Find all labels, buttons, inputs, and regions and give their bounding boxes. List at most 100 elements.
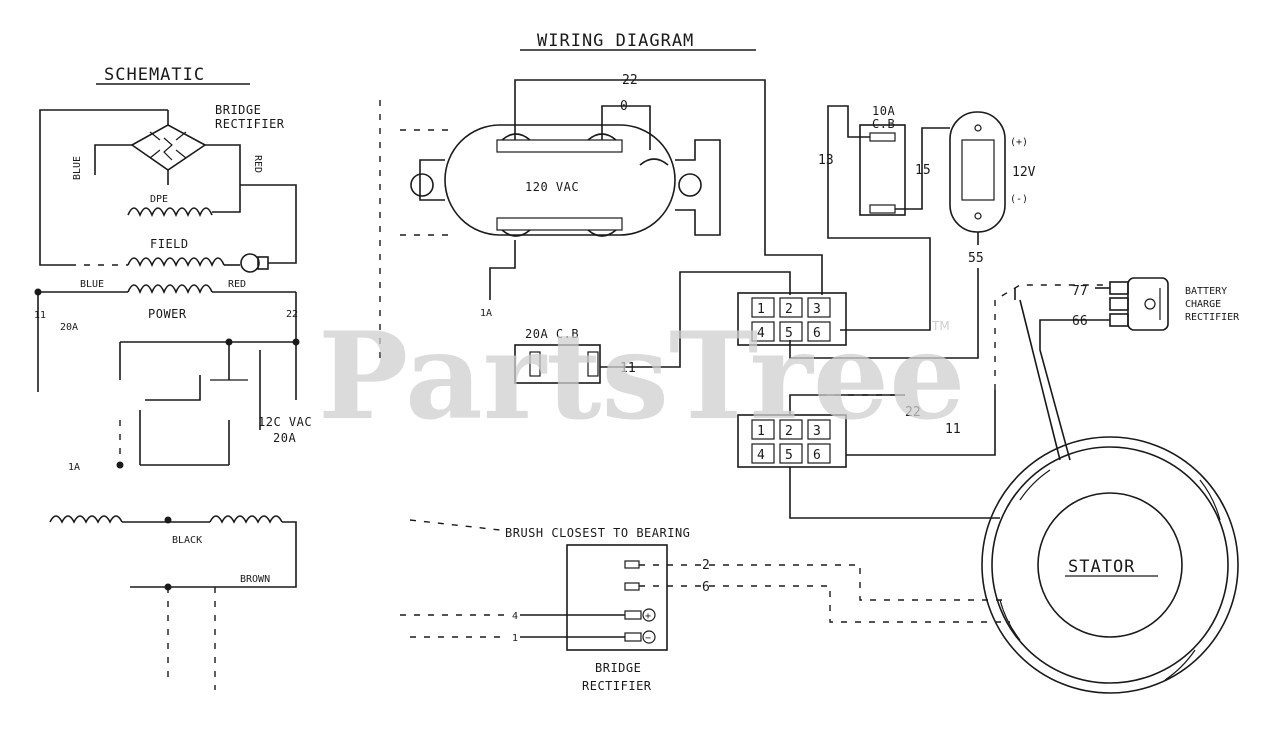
dpe-coil: [127, 207, 213, 218]
schematic-wire-11: 11: [34, 310, 46, 321]
cb-20a: [514, 344, 601, 384]
wire-11b-label: 11: [945, 422, 961, 437]
brush-coil-left: [49, 515, 123, 524]
field-coil: [127, 257, 225, 268]
c2-pin-3: 3: [813, 424, 821, 439]
connector-block-1: 1 2 3 4 5 6: [737, 292, 847, 346]
c1-pin-5: 5: [785, 326, 793, 341]
bridge-label-line2: RECTIFIER: [215, 117, 285, 131]
battery-label-1: BATTERY: [1185, 286, 1227, 297]
field-return-wire: [240, 184, 297, 264]
connector-block-2: 1 2 3 4 5 6: [737, 414, 847, 468]
wire-13: [827, 105, 931, 331]
battery-label-2: CHARGE: [1185, 299, 1221, 310]
outlet-vac-label: 120 VAC: [525, 180, 579, 194]
outlet-right-screw: [678, 173, 702, 197]
receptacle-12v-screw-top: [974, 124, 982, 132]
blue-lead: [94, 144, 132, 175]
wire-0: [601, 105, 651, 150]
watermark-tm: TM: [931, 319, 950, 333]
wiring-section: 22 0 120 VAC 1A 10A C.B 13 15: [400, 73, 1240, 694]
blue-label: BLUE: [72, 156, 83, 180]
wire-1a: [489, 240, 516, 300]
receptacle-12v: [949, 111, 1006, 233]
wire-55: [789, 268, 979, 359]
c2-pin-5: 5: [785, 448, 793, 463]
brush-coil-right: [209, 515, 283, 524]
br-plus-circle: [642, 608, 656, 622]
outlet-wire: [145, 375, 201, 401]
wire-2: [639, 564, 1010, 601]
wire-4-label: 4: [512, 611, 518, 622]
brown-wire: [240, 521, 297, 588]
br-minus-circle: [642, 630, 656, 644]
terminal-4: [501, 229, 531, 237]
br-term-2: [624, 560, 640, 569]
red-label: RED: [252, 155, 263, 173]
brush-contact: [240, 253, 260, 273]
blue-power-label: BLUE: [80, 279, 104, 290]
power-label: POWER: [148, 307, 187, 321]
wire-2-label: 2: [702, 558, 710, 573]
schematic-1a: 1A: [68, 462, 80, 473]
c1-pin-4: 4: [757, 326, 765, 341]
wiring-diagram-title: WIRING DIAGRAM: [537, 31, 694, 51]
red-power-label: RED: [228, 279, 246, 290]
outlet-left-mount: [419, 159, 445, 201]
br-term-6: [624, 582, 640, 591]
wire-13-label: 13: [818, 153, 834, 168]
cb-10a-label: 10A: [872, 104, 895, 118]
wire-1-label: 1: [512, 633, 518, 644]
br-term-plus: [624, 610, 642, 620]
outlet-left-screw: [410, 173, 434, 197]
terminal-5: [587, 229, 617, 237]
plus-label: (+): [1010, 137, 1028, 148]
wire-11b: [846, 390, 996, 456]
schematic-cb-20a: 20A: [60, 322, 78, 333]
c1-pin-2: 2: [785, 302, 793, 317]
wire-1a-label: 1A: [480, 308, 492, 319]
br-plus-sym: +: [645, 611, 651, 622]
c2-pin-6: 6: [813, 448, 821, 463]
schematic-wire-22: 22: [286, 309, 298, 320]
wire-77-lead: [1019, 299, 1061, 461]
wire-77-label: 77: [1072, 284, 1088, 299]
receptacle-12v-face: [961, 139, 995, 201]
battery-label-3: RECTIFIER: [1185, 312, 1240, 323]
v12-label: 12V: [1012, 165, 1036, 180]
c1-pin-3: 3: [813, 302, 821, 317]
wire-55-label: 55: [968, 251, 984, 266]
terminal-3: [639, 158, 669, 166]
wire-15-label: 15: [915, 163, 931, 178]
wire-connector-to-stator: [789, 467, 1000, 519]
br-minus-sym: −: [645, 633, 651, 644]
brown-label: BROWN: [240, 574, 270, 585]
outlet-slot-bottom: [496, 217, 623, 231]
wire-6-label: 6: [702, 580, 710, 595]
wire-22-label: 22: [622, 73, 638, 88]
bridge-rectifier-label-2: RECTIFIER: [582, 679, 652, 693]
c2-pin-4: 4: [757, 448, 765, 463]
schematic-title: SCHEMATIC: [104, 65, 205, 85]
battery-charge-rectifier: [1109, 277, 1169, 331]
stator-label: STATOR: [1068, 557, 1135, 577]
cb-10a-bottom-terminal: [869, 204, 896, 214]
cb-20a-label: 20A C.B: [525, 327, 579, 341]
terminal-2: [587, 133, 617, 141]
c1-pin-1: 1: [757, 302, 765, 317]
cb-20a-left-terminal: [529, 351, 541, 377]
wire-22b-label: 22: [905, 405, 921, 420]
c1-pin-6: 6: [813, 326, 821, 341]
black-label: BLACK: [172, 535, 202, 546]
schematic-outer-wire: [39, 109, 168, 266]
cb-10a-top-terminal: [869, 132, 896, 142]
outlet-slot-top: [496, 139, 623, 153]
cb-20a-right-terminal: [587, 351, 599, 377]
wire-66: [1039, 319, 1110, 461]
bridge-rectifier-box: [566, 544, 668, 651]
schematic-section: BRIDGE RECTIFIER BLUE RED DPE FIELD BLUE…: [34, 100, 381, 690]
outlet-receptacle: [444, 124, 676, 236]
wire-77-path: [994, 284, 1110, 390]
brush-label: BRUSH CLOSEST TO BEARING: [505, 526, 690, 540]
brush-pointer: [409, 519, 501, 531]
